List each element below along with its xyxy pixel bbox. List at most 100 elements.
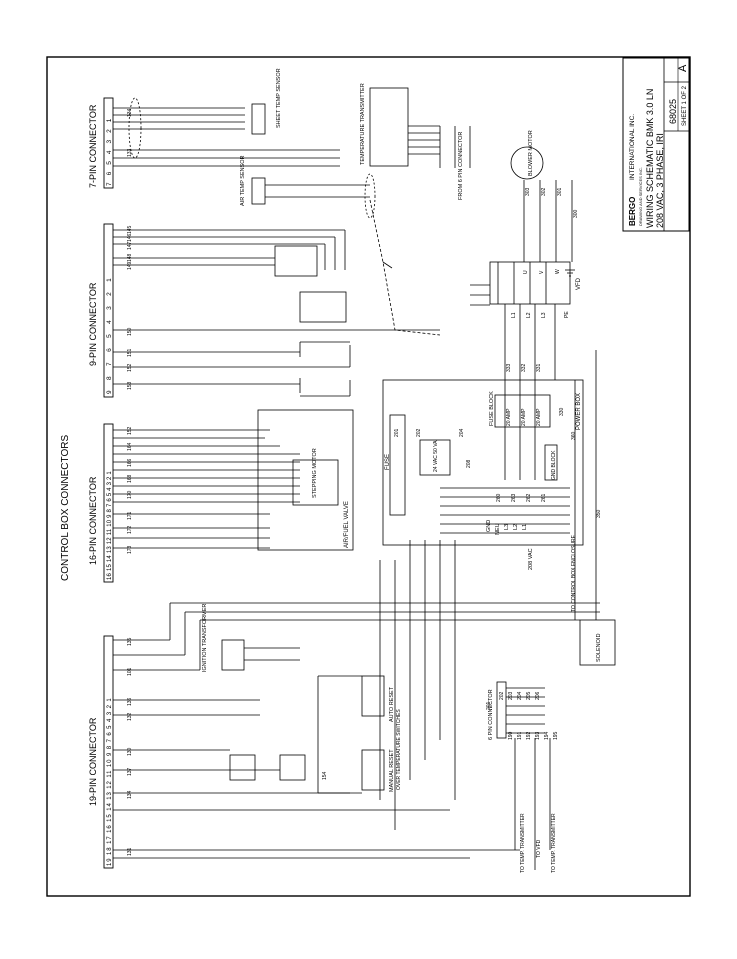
wire-num: 332 — [521, 363, 527, 372]
wire-num: 173 — [127, 545, 133, 554]
revision-letter: A — [677, 64, 689, 72]
wire-num: 333 — [506, 363, 512, 372]
wire-num: 205 — [526, 691, 532, 700]
company-tagline: DRAWING AND SERVICES INC. — [638, 167, 643, 226]
wire-num: 204 — [459, 428, 465, 437]
power-in-l1: L1 — [522, 524, 528, 530]
wire-num: 192 — [526, 731, 532, 740]
wire-network — [113, 87, 616, 870]
title-block: BERGO INTERNATIONAL INC. DRAWING AND SER… — [622, 57, 690, 232]
connector-9pin: 9-PIN CONNECTOR 9 8 7 6 5 4 3 2 1 — [88, 223, 114, 398]
gnd-block-label: GND BLOCK — [551, 450, 557, 480]
wire-num: 302 — [541, 187, 547, 196]
power-in-neu: NEU — [495, 523, 501, 535]
wire-num: 202 — [416, 428, 422, 437]
wire-num: 171 — [127, 511, 133, 520]
wire-num: 147 — [127, 241, 133, 250]
connector-16pin-pins: 16 15 14 13 12 11 10 9 8 7 6 5 4 3 2 1 — [107, 471, 113, 580]
wire-num: 331 — [536, 363, 542, 372]
wire-num: 146 — [127, 233, 133, 242]
wire-num: 132 — [127, 712, 133, 721]
connector-7pin: 7-PIN CONNECTOR 7 6 5 4 3 2 1 — [88, 97, 114, 189]
wire-num: 101 — [127, 667, 133, 676]
vfd-terminal-l3: L3 — [541, 312, 547, 318]
wire-num: 206 — [535, 691, 541, 700]
wire-number-labels: 134 133 145 146 147 148 149 150 151 152 … — [127, 108, 602, 856]
connector-7pin-label: 7-PIN CONNECTOR — [88, 104, 98, 188]
power-in-l2: L2 — [513, 524, 519, 530]
transformer-label: 24 VAC 50 VA — [433, 440, 439, 472]
to-vfd-label: TO VFD — [536, 839, 542, 858]
vfd-terminal-l2: L2 — [526, 312, 532, 318]
vfd-output-w: W — [555, 269, 561, 274]
company-name: INTERNATIONAL INC. — [629, 114, 636, 180]
wire-num: 137 — [127, 767, 133, 776]
connector-16pin: 16-PIN CONNECTOR 16 15 14 13 12 11 10 9 … — [88, 423, 114, 583]
wire-num: 131 — [127, 847, 133, 856]
wire-num: 262 — [526, 493, 532, 502]
from-6pin-label: FROM 6 PIN CONNECTOR — [458, 132, 464, 200]
wire-num: 150 — [127, 327, 133, 336]
fuse-amp-3: 20 AMP — [536, 408, 542, 426]
wire-num: 330 — [559, 407, 565, 416]
wire-num: 360 — [571, 431, 577, 440]
sheet-number: SHEET 1 OF 2 — [682, 85, 688, 126]
wire-num: 134 — [127, 790, 133, 799]
logo-text: BERGO — [628, 197, 637, 226]
component-labels: SHEET TEMP SENSOR AIR TEMP SENSOR TEMPER… — [202, 68, 602, 873]
auto-reset-label: AUTO RESET — [389, 686, 395, 722]
six-pin-connector-label: 6 PIN CONNECTOR — [488, 689, 494, 740]
connector-19pin-pins: 19 18 17 16 15 14 13 12 11 10 9 8 7 6 5 … — [107, 697, 113, 866]
air-fuel-valve-label: AIR/FUEL VALVE — [344, 501, 350, 548]
solenoid-label: SOLENOID — [596, 634, 602, 662]
drawing-number: 68025 — [668, 99, 678, 124]
wire-num: 263 — [511, 493, 517, 502]
wire-num: 202 — [499, 691, 505, 700]
wire-num: 170 — [127, 490, 133, 499]
power-in-gnd: GND — [486, 520, 492, 532]
wire-num: 135 — [127, 637, 133, 646]
vfd-output-u: U — [523, 270, 529, 274]
wire-num: 145 — [127, 225, 133, 234]
vfd-output-v: V — [539, 270, 545, 274]
wire-num: 152 — [127, 426, 133, 435]
wire-num: 134 — [127, 108, 133, 117]
ignition-transformer-label: IGNITION TRANSFORMER — [202, 604, 208, 672]
connector-16pin-label: 16-PIN CONNECTOR — [88, 476, 98, 565]
blower-motor-label: BLOWER MOTOR — [528, 130, 534, 176]
power-in-l3: L3 — [504, 524, 510, 530]
wire-num: 204 — [517, 691, 523, 700]
wire-num: 201 — [394, 428, 400, 437]
sheet-temp-sensor-label: SHEET TEMP SENSOR — [276, 68, 282, 128]
wire-num: 133 — [127, 148, 133, 157]
fuse-amp-1: 20 AMP — [506, 408, 512, 426]
over-temp-switches-label: OVER TEMPERATURE SWITCHES — [396, 709, 402, 790]
to-control-box-label: TO CONTROL BOX ENCLOSURE — [571, 534, 577, 612]
wire-num: 300 — [573, 209, 579, 218]
wire-num: 208 — [466, 459, 472, 468]
wire-num: 261 — [541, 493, 547, 502]
wire-num: 203 — [508, 691, 514, 700]
vfd-label: VFD — [576, 277, 582, 290]
connector-7pin-pins: 7 6 5 4 3 2 1 — [106, 116, 113, 186]
drawing-title: WIRING SCHEMATIC BMK 3.0 LN — [645, 89, 655, 228]
wire-num: 190 — [508, 731, 514, 740]
wire-num: 191 — [517, 731, 523, 740]
wire-num: 148 — [127, 253, 133, 262]
wire-num: 130 — [127, 747, 133, 756]
wire-num: 164 — [127, 442, 133, 451]
wire-num: 172 — [127, 525, 133, 534]
vfd-terminal-pe: PE — [564, 311, 570, 318]
wire-num: 350 — [596, 509, 602, 518]
wire-num: 195 — [553, 731, 559, 740]
section-heading: CONTROL BOX CONNECTORS — [60, 435, 71, 581]
fuse-label: FUSE — [385, 454, 391, 470]
ground-icon — [565, 269, 575, 277]
wire-num: 136 — [127, 697, 133, 706]
wire-num: 303 — [525, 187, 531, 196]
stepping-motor-label: STEPPING MOTOR — [312, 448, 318, 498]
power-in-voltage: 208 VAC — [528, 548, 534, 570]
wire-num: 152 — [127, 363, 133, 372]
